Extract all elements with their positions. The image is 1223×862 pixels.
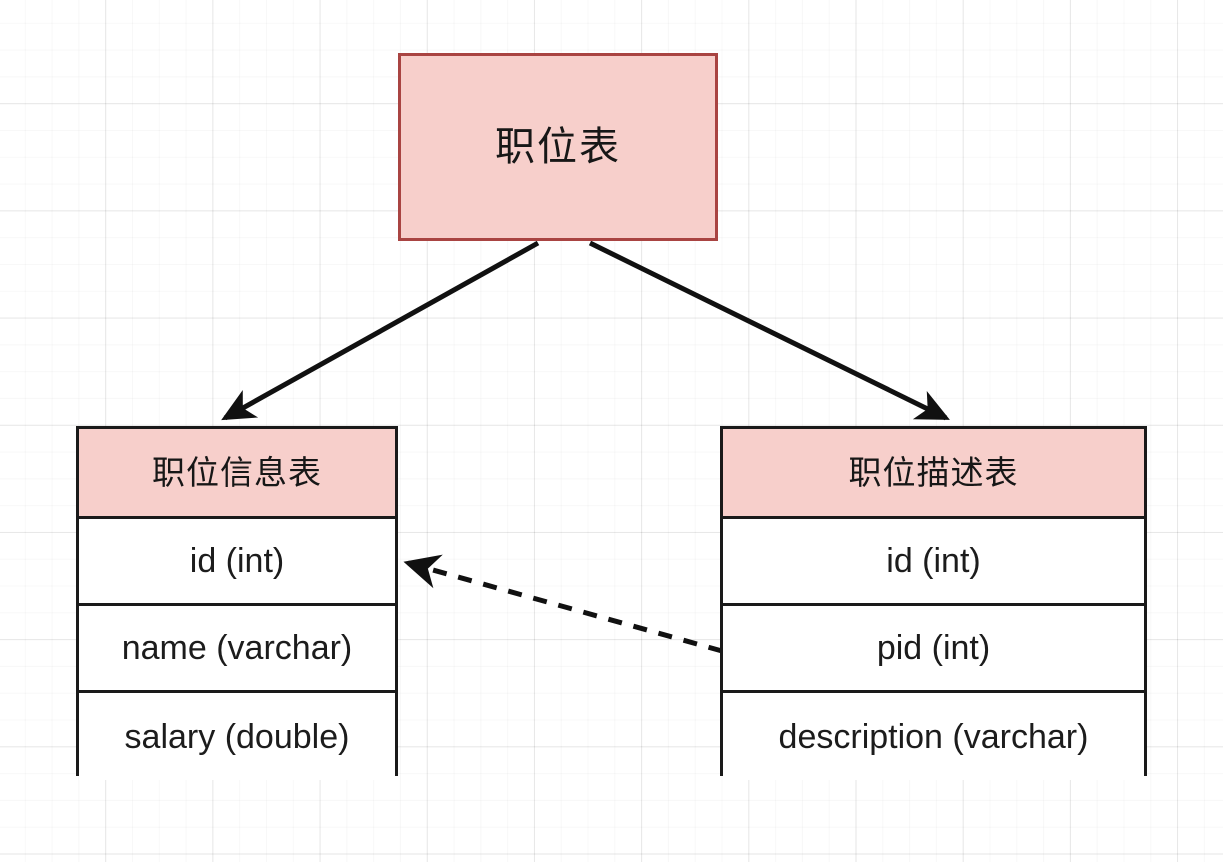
entity-job-info-field-id[interactable]: id (int) [79, 519, 395, 606]
field-label: id (int) [189, 542, 285, 580]
connector-pid-to-id [403, 554, 723, 654]
entity-job-info-field-salary[interactable]: salary (double) [79, 693, 395, 780]
root-entity-job-table[interactable]: 职位表 [398, 53, 718, 241]
root-entity-label: 职位表 [495, 124, 621, 170]
entity-job-description-field-id[interactable]: id (int) [723, 519, 1144, 606]
entity-job-info-field-name[interactable]: name (varchar) [79, 606, 395, 693]
field-label: pid (int) [876, 629, 991, 667]
entity-job-info-header: 职位信息表 [79, 429, 395, 519]
field-label: description (varchar) [778, 717, 1089, 756]
entity-job-description-field-description[interactable]: description (varchar) [723, 693, 1144, 780]
entity-job-description-field-pid[interactable]: pid (int) [723, 606, 1144, 693]
entity-job-description-title: 职位描述表 [848, 453, 1019, 492]
field-label: salary (double) [124, 717, 350, 756]
entity-job-info[interactable]: 职位信息表 id (int) name (varchar) salary (do… [76, 426, 398, 780]
connector-root-to-job-info [221, 240, 540, 421]
connector-root-to-job-description [588, 240, 950, 421]
entity-job-description[interactable]: 职位描述表 id (int) pid (int) description (va… [720, 426, 1147, 780]
entity-job-description-header: 职位描述表 [723, 429, 1144, 519]
entity-job-info-title: 职位信息表 [152, 453, 322, 492]
field-label: id (int) [886, 542, 981, 580]
field-label: name (varchar) [121, 629, 353, 667]
